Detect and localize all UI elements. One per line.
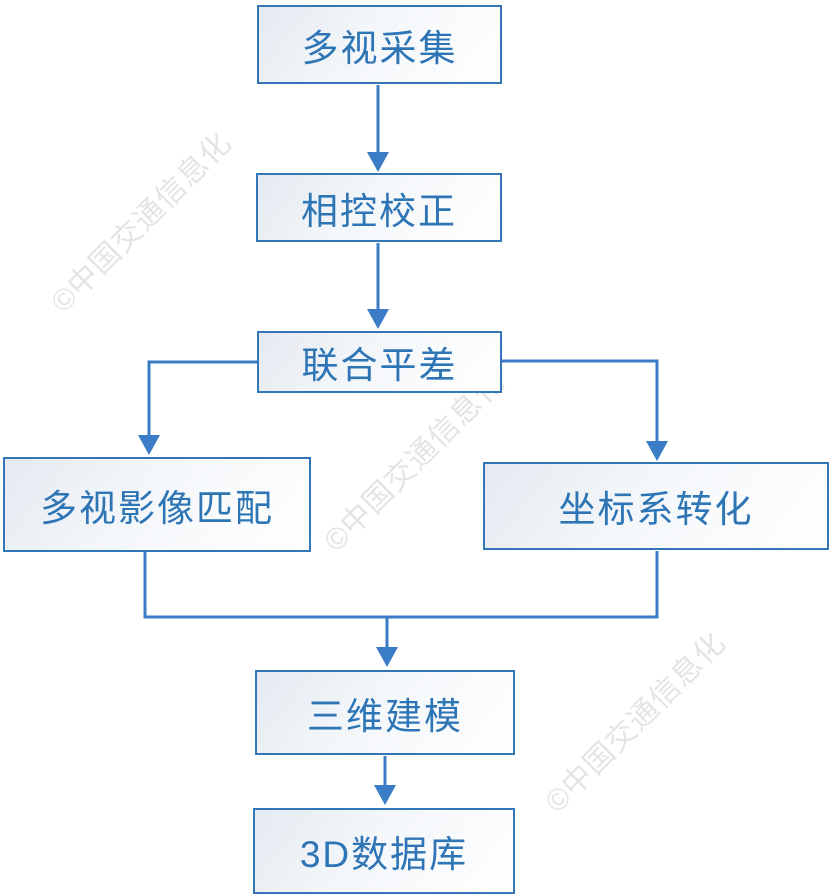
node-label: 联合平差: [301, 345, 458, 386]
node-label: 相控校正: [301, 190, 457, 232]
edge-adjustment-to-matching: [147, 360, 257, 436]
arrowhead-icon: [646, 441, 668, 461]
edge-adjustment-to-transform: [502, 359, 659, 442]
node-label: 三维建模: [307, 695, 463, 737]
arrowhead-icon: [367, 152, 389, 172]
node-joint-adjustment: 联合平差: [257, 331, 502, 393]
node-3d-modeling: 三维建模: [255, 670, 515, 755]
node-3d-database: 3D数据库: [253, 808, 515, 894]
node-multiview-image-matching: 多视影像匹配: [3, 457, 311, 552]
arrowhead-icon: [376, 647, 398, 667]
node-label: 坐标系转化: [558, 489, 754, 530]
node-coordinate-transform: 坐标系转化: [483, 462, 829, 550]
watermark-text: ©中国交通信息化: [45, 126, 239, 320]
node-multiview-capture: 多视采集: [257, 5, 502, 84]
arrowhead-icon: [367, 309, 389, 329]
arrowhead-icon: [374, 785, 396, 805]
node-label: 多视采集: [301, 27, 458, 69]
watermark-text: ©中国交通信息化: [539, 626, 733, 820]
edge-merge-rail: [143, 551, 659, 619]
node-label: 多视影像匹配: [40, 487, 274, 529]
node-phase-control-correction: 相控校正: [256, 173, 502, 242]
node-label: 3D数据库: [299, 834, 469, 875]
arrowhead-icon: [138, 435, 160, 455]
